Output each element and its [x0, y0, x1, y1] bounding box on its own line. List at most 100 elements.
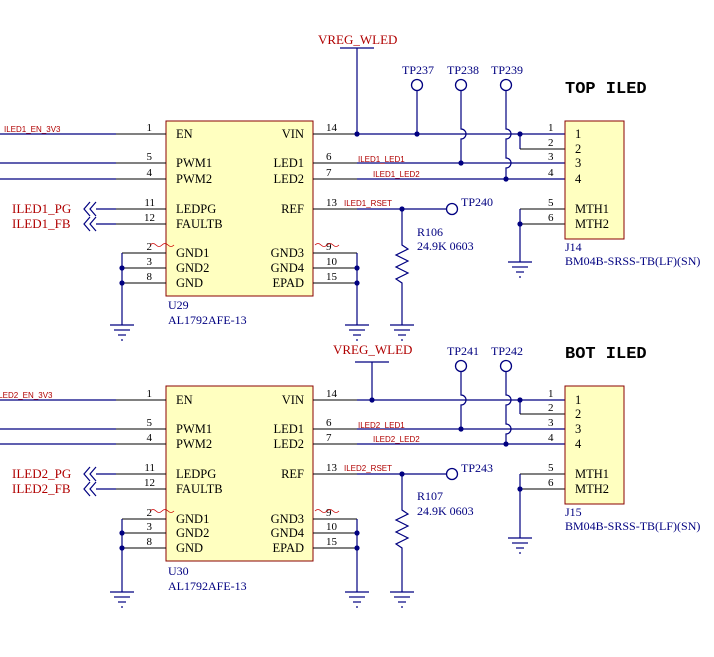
u29-pin-name: GND3 — [271, 246, 304, 260]
resistor-value: 24.9K 0603 — [417, 504, 474, 518]
u30-pin-num: 7 — [326, 432, 332, 444]
u30-body[interactable] — [165, 385, 314, 562]
u29-pin-name: PWM2 — [176, 172, 212, 186]
u30-pin-name: VIN — [282, 393, 304, 407]
u29-body[interactable] — [165, 120, 314, 297]
tp-designator: TP239 — [491, 63, 523, 77]
u29-pin-num: 4 — [147, 167, 153, 179]
u30-pin-name: GND — [176, 541, 203, 555]
top-iled-section: TOP ILED U29 AL1792AFE-13 1 5 4 11 12 2 … — [0, 32, 700, 341]
port-arrow-icon — [83, 216, 97, 232]
tp-designator: TP242 — [491, 344, 523, 358]
u30-pin-num: 2 — [147, 507, 153, 519]
testpoint-icon[interactable] — [454, 359, 468, 432]
j14-body[interactable] — [564, 120, 625, 240]
testpoint-icon[interactable] — [499, 78, 513, 182]
j15-pin-name: MTH2 — [575, 482, 609, 496]
u30-pin-name: LED1 — [273, 422, 304, 436]
tp-designator: TP243 — [461, 461, 493, 475]
j15-designator: J15 — [565, 505, 582, 519]
u29-pin-name: GND1 — [176, 246, 209, 260]
top-section-title: TOP ILED — [565, 80, 647, 99]
port-arrow-icon — [83, 481, 97, 497]
port-label: ILED2_FB — [12, 481, 71, 496]
u30-pin-name: PWM1 — [176, 422, 212, 436]
j15-pin-name: 2 — [575, 407, 581, 421]
u29-pin-name: GND4 — [271, 261, 305, 275]
j14-pin-num: 3 — [548, 151, 554, 163]
j15-body[interactable] — [564, 385, 625, 505]
j15-pin-num: 1 — [548, 388, 554, 400]
u30-pin-name: LED2 — [273, 437, 304, 451]
ground-icon — [508, 537, 532, 554]
u29-pin-name: EPAD — [273, 276, 305, 290]
u29-pin-num: 7 — [326, 167, 332, 179]
u29-pin-num: 1 — [147, 122, 153, 134]
u30-pin-num: 6 — [326, 417, 332, 429]
resistor-icon[interactable] — [394, 474, 410, 592]
port-label: ILED1_PG — [12, 201, 71, 216]
testpoint-icon[interactable] — [445, 202, 459, 216]
ground-icon — [508, 261, 532, 278]
u30-pin-name: GND1 — [176, 512, 209, 526]
u29-pin-num: 10 — [326, 256, 338, 268]
u30-pin-num: 4 — [147, 432, 153, 444]
j14-pin-num: 4 — [548, 167, 554, 179]
tp-designator: TP241 — [447, 344, 479, 358]
u30-pin-name: EN — [176, 393, 193, 407]
testpoint-icon[interactable] — [445, 467, 459, 481]
u29-pin-name: VIN — [282, 127, 304, 141]
u29-pin-name: GND — [176, 276, 203, 290]
power-net-label: VREG_WLED — [318, 32, 397, 47]
port-arrow-icon — [83, 201, 97, 217]
u30-pin-num: 15 — [326, 536, 338, 548]
u30-pin-num: 9 — [326, 507, 332, 519]
port-label: ILED1_FB — [12, 216, 71, 231]
j15-pin-name: MTH1 — [575, 467, 609, 481]
testpoint-icon[interactable] — [454, 78, 468, 166]
j14-pin-num: 1 — [548, 122, 554, 134]
testpoint-icon[interactable] — [499, 359, 513, 447]
u30-pin-num: 14 — [326, 388, 338, 400]
j14-pin-num: 2 — [548, 137, 554, 149]
u29-pin-num: 9 — [326, 241, 332, 253]
u30-pin-num: 5 — [147, 417, 153, 429]
j15-pin-num: 5 — [548, 462, 554, 474]
u29-pin-num: 11 — [144, 197, 155, 209]
tp-designator: TP237 — [402, 63, 434, 77]
u29-pin-name: LEDPG — [176, 202, 216, 216]
u29-pin-num: 6 — [326, 151, 332, 163]
u30-pin-num: 10 — [326, 521, 338, 533]
j14-pin-name: 1 — [575, 127, 581, 141]
net-label: ILED1_EN_3V3 — [4, 125, 61, 134]
bot-section-title: BOT ILED — [565, 345, 647, 364]
u30-pin-num: 11 — [144, 462, 155, 474]
u29-pin-num: 14 — [326, 122, 338, 134]
j15-pin-num: 3 — [548, 417, 554, 429]
j15-pin-name: 1 — [575, 393, 581, 407]
bot-iled-section: BOT ILED U30 AL1792AFE-13 1 5 4 11 12 2 … — [0, 342, 700, 608]
resistor-value: 24.9K 0603 — [417, 239, 474, 253]
ground-icon — [390, 324, 414, 341]
j14-pin-name: 4 — [575, 172, 582, 186]
net-label: ILED2_EN_3V3 — [0, 391, 53, 400]
u29-pin-name: LED1 — [273, 156, 304, 170]
j14-pin-name: MTH2 — [575, 217, 609, 231]
resistor-icon[interactable] — [394, 209, 410, 325]
u30-pin-num: 8 — [147, 536, 153, 548]
j15-pin-num: 6 — [548, 477, 554, 489]
u29-pin-name: REF — [281, 202, 304, 216]
u30-pin-name: GND4 — [271, 526, 305, 540]
u30-pin-name: LEDPG — [176, 467, 216, 481]
j15-pin-num: 4 — [548, 432, 554, 444]
net-label: ILED1_LED2 — [373, 170, 420, 179]
u30-pin-name: GND3 — [271, 512, 304, 526]
j14-pin-num: 5 — [548, 197, 554, 209]
u29-pin-num: 2 — [147, 241, 153, 253]
u29-pin-name: GND2 — [176, 261, 209, 275]
ground-icon — [345, 324, 369, 341]
u30-pin-name: EPAD — [273, 541, 305, 555]
testpoint-icon[interactable] — [410, 78, 424, 137]
j14-designator: J14 — [565, 240, 582, 254]
u30-pin-name: PWM2 — [176, 437, 212, 451]
